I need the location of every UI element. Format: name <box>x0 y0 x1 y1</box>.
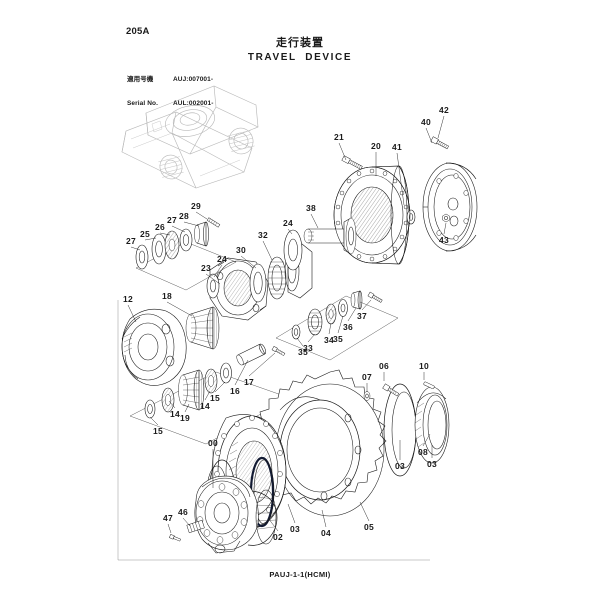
callout-number-10: 10 <box>418 361 430 371</box>
callout-number-46: 46 <box>177 507 189 517</box>
travel-motor-assembly <box>169 475 278 554</box>
callout-number-15: 15 <box>152 426 164 436</box>
center-carrier-assembly <box>206 217 357 321</box>
callout-number-29: 29 <box>190 201 202 211</box>
callout-number-24: 24 <box>216 254 228 264</box>
callout-number-04: 04 <box>320 528 332 538</box>
callout-number-12: 12 <box>122 294 134 304</box>
callout-number-07: 07 <box>361 372 373 382</box>
callout-number-37: 37 <box>356 311 368 321</box>
callout-number-05: 05 <box>363 522 375 532</box>
callout-number-00: 00 <box>207 438 219 448</box>
callout-number-36: 36 <box>342 322 354 332</box>
callout-number-35: 35 <box>332 334 344 344</box>
serial-label-english: Serial No. <box>127 99 158 107</box>
callout-number-21: 21 <box>333 132 345 142</box>
serial-value-2: AUL:002001- <box>173 99 214 107</box>
callout-number-24: 24 <box>282 218 294 228</box>
callout-number-42: 42 <box>438 105 450 115</box>
footer-drawing-code: PAUJ-1-1(HCMI) <box>269 570 331 579</box>
callout-number-27: 27 <box>125 236 137 246</box>
callout-number-23: 23 <box>200 263 212 273</box>
callout-number-34: 34 <box>323 335 335 345</box>
callout-number-03: 03 <box>426 459 438 469</box>
callout-number-14: 14 <box>199 401 211 411</box>
page-title-japanese: 走行装置 <box>276 37 324 49</box>
callout-number-33: 33 <box>302 343 314 353</box>
callout-number-28: 28 <box>178 211 190 221</box>
callout-number-19: 19 <box>179 413 191 423</box>
leader-lines <box>117 115 447 561</box>
callout-number-30: 30 <box>235 245 247 255</box>
callout-number-25: 25 <box>139 229 151 239</box>
serial-number-block: 適用号機 AUJ:007001- Serial No. AUL:002001- <box>127 61 213 124</box>
callout-number-02: 02 <box>272 532 284 542</box>
callout-number-14: 14 <box>169 409 181 419</box>
callout-number-18: 18 <box>161 291 173 301</box>
gearbox-housing-assembly <box>121 306 291 445</box>
callout-number-43: 43 <box>438 235 450 245</box>
callout-number-17: 17 <box>243 377 255 387</box>
callout-number-38: 38 <box>305 203 317 213</box>
callout-number-20: 20 <box>370 141 382 151</box>
callout-number-15: 15 <box>209 393 221 403</box>
callout-number-16: 16 <box>229 386 241 396</box>
callout-number-03: 03 <box>394 461 406 471</box>
callout-number-47: 47 <box>162 513 174 523</box>
callout-number-06: 06 <box>378 361 390 371</box>
sheet-code: 205A <box>126 26 150 37</box>
callout-number-41: 41 <box>391 142 403 152</box>
callout-number-27: 27 <box>166 215 178 225</box>
callout-number-08: 08 <box>417 447 429 457</box>
small-parts-set <box>275 290 399 361</box>
callout-number-32: 32 <box>257 230 269 240</box>
callout-number-26: 26 <box>154 222 166 232</box>
sprocket-hub-assembly <box>206 369 450 530</box>
planetary-gear-set <box>135 217 237 291</box>
page-title-english: TRAVEL DEVICE <box>247 52 353 63</box>
serial-label-japanese: 適用号機 <box>127 75 154 83</box>
undercarriage-ghost-illustration <box>121 85 259 189</box>
callout-number-03: 03 <box>289 524 301 534</box>
serial-value-1: AUJ:007001- <box>173 75 214 83</box>
callout-number-40: 40 <box>420 117 432 127</box>
callout-number-35: 35 <box>297 347 309 357</box>
internal-gear-drum <box>333 166 411 264</box>
